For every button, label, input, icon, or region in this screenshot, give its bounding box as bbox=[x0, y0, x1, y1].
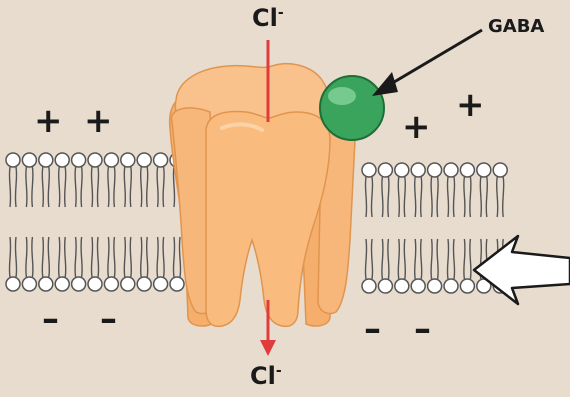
phospholipid-head-lower bbox=[154, 277, 168, 291]
phospholipid-head-lower bbox=[137, 277, 151, 291]
charge-intracellular-right-1: – bbox=[364, 312, 381, 346]
phospholipid-tails-lower bbox=[26, 237, 33, 277]
phospholipid-head-upper bbox=[378, 163, 392, 177]
phospholipid-tails-upper bbox=[141, 167, 148, 207]
charge-intracellular-left-2: – bbox=[100, 302, 117, 336]
ion-label-top: Cl- bbox=[252, 4, 284, 32]
charge-extracellular-right-1: + bbox=[402, 110, 431, 144]
phospholipid-head-lower bbox=[428, 279, 442, 293]
phospholipid-tails-lower bbox=[9, 237, 16, 277]
phospholipid-tails-lower bbox=[398, 239, 405, 279]
gaba-molecule-icon bbox=[320, 76, 384, 140]
phospholipid-tails-upper bbox=[447, 177, 454, 217]
charge-intracellular-right-2: – bbox=[414, 312, 431, 346]
phospholipid-tails-lower bbox=[141, 237, 148, 277]
ion-label-bottom-charge: - bbox=[276, 363, 282, 379]
phospholipid-tails-upper bbox=[480, 177, 487, 217]
phospholipid-tails-lower bbox=[108, 237, 115, 277]
phospholipid-head-lower bbox=[170, 277, 184, 291]
phospholipid-head-upper bbox=[22, 153, 36, 167]
phospholipid-head-lower bbox=[121, 277, 135, 291]
phospholipid-head-lower bbox=[104, 277, 118, 291]
phospholipid-head-lower bbox=[362, 279, 376, 293]
phospholipid-tails-lower bbox=[91, 237, 98, 277]
phospholipid-head-upper bbox=[395, 163, 409, 177]
phospholipid-head-upper bbox=[121, 153, 135, 167]
phospholipid-head-lower bbox=[39, 277, 53, 291]
phospholipid-head-lower bbox=[411, 279, 425, 293]
phospholipid-head-upper bbox=[493, 163, 507, 177]
phospholipid-tails-upper bbox=[365, 177, 372, 217]
phospholipid-tails-upper bbox=[9, 167, 16, 207]
phospholipid-head-upper bbox=[72, 153, 86, 167]
phospholipid-head-lower bbox=[55, 277, 69, 291]
phospholipid-head-upper bbox=[6, 153, 20, 167]
phospholipid-tails-upper bbox=[26, 167, 33, 207]
phospholipid-tails-upper bbox=[42, 167, 49, 207]
gaba-label: GABA bbox=[488, 16, 544, 37]
phospholipid-head-upper bbox=[460, 163, 474, 177]
phospholipid-head-lower bbox=[6, 277, 20, 291]
phospholipid-tails-lower bbox=[447, 239, 454, 279]
phospholipid-tails-upper bbox=[124, 167, 131, 207]
phospholipid-tails-lower bbox=[173, 237, 180, 277]
phospholipid-head-upper bbox=[104, 153, 118, 167]
phospholipid-tails-lower bbox=[59, 237, 66, 277]
phospholipid-head-upper bbox=[88, 153, 102, 167]
phospholipid-head-upper bbox=[362, 163, 376, 177]
ion-label-top-symbol: Cl bbox=[252, 4, 278, 32]
phospholipid-tails-upper bbox=[382, 177, 389, 217]
phospholipid-head-upper bbox=[154, 153, 168, 167]
phospholipid-tails-upper bbox=[464, 177, 471, 217]
phospholipid-tails-lower bbox=[382, 239, 389, 279]
phospholipid-tails-lower bbox=[464, 239, 471, 279]
phospholipid-head-lower bbox=[460, 279, 474, 293]
phospholipid-tails-upper bbox=[59, 167, 66, 207]
phospholipid-tails-upper bbox=[415, 177, 422, 217]
phospholipid-tails-lower bbox=[157, 237, 164, 277]
phospholipid-head-lower bbox=[444, 279, 458, 293]
phospholipid-tails-upper bbox=[157, 167, 164, 207]
phospholipid-tails-upper bbox=[91, 167, 98, 207]
phospholipid-head-lower bbox=[72, 277, 86, 291]
phospholipid-tails-upper bbox=[497, 177, 504, 217]
ion-label-bottom-symbol: Cl bbox=[250, 362, 276, 390]
phospholipid-head-upper bbox=[411, 163, 425, 177]
phospholipid-tails-lower bbox=[431, 239, 438, 279]
phospholipid-head-upper bbox=[55, 153, 69, 167]
charge-extracellular-left-2: + bbox=[84, 104, 113, 138]
charge-extracellular-left-1: + bbox=[34, 104, 63, 138]
ion-label-bottom: Cl- bbox=[250, 362, 282, 390]
phospholipid-tails-lower bbox=[75, 237, 82, 277]
phospholipid-head-upper bbox=[444, 163, 458, 177]
charge-intracellular-left-1: – bbox=[42, 302, 59, 336]
white-pointer-arrow-icon bbox=[474, 236, 570, 304]
phospholipid-tails-upper bbox=[108, 167, 115, 207]
phospholipid-head-upper bbox=[39, 153, 53, 167]
phospholipid-head-upper bbox=[477, 163, 491, 177]
phospholipid-head-upper bbox=[137, 153, 151, 167]
phospholipid-head-lower bbox=[88, 277, 102, 291]
phospholipid-head-lower bbox=[22, 277, 36, 291]
phospholipid-tails-lower bbox=[415, 239, 422, 279]
phospholipid-tails-lower bbox=[42, 237, 49, 277]
phospholipid-tails-lower bbox=[124, 237, 131, 277]
charge-extracellular-right-2: + bbox=[456, 88, 485, 122]
phospholipid-head-upper bbox=[428, 163, 442, 177]
phospholipid-head-lower bbox=[378, 279, 392, 293]
phospholipid-tails-upper bbox=[75, 167, 82, 207]
phospholipid-tails-lower bbox=[365, 239, 372, 279]
phospholipid-head-lower bbox=[395, 279, 409, 293]
phospholipid-tails-upper bbox=[431, 177, 438, 217]
phospholipid-tails-upper bbox=[398, 177, 405, 217]
ion-label-top-charge: - bbox=[278, 5, 284, 21]
